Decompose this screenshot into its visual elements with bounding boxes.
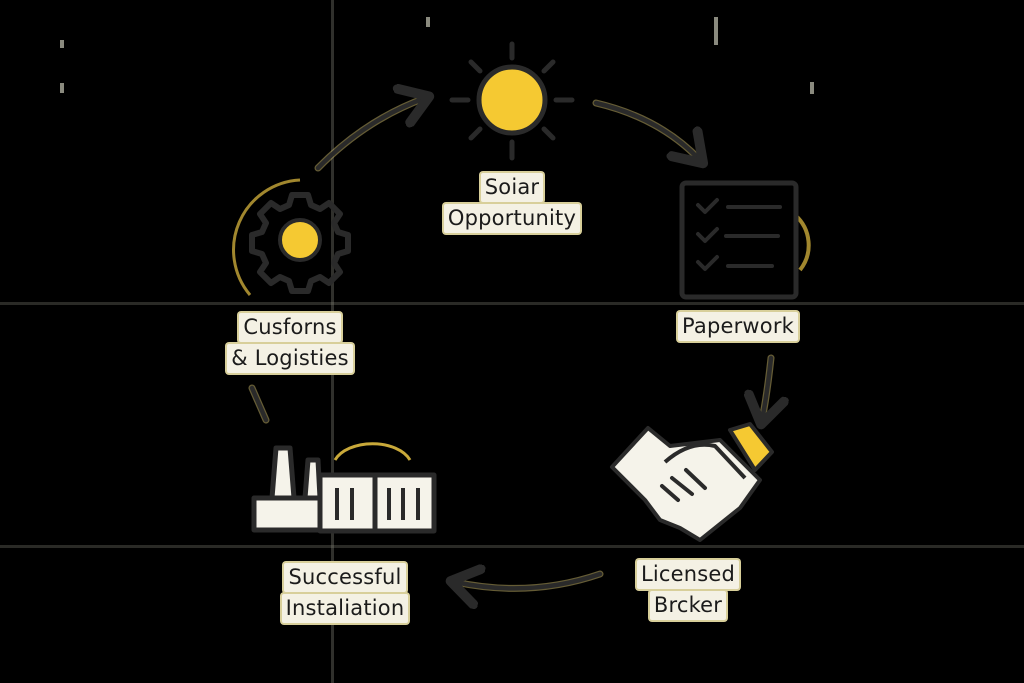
arrow-paperwork-to-broker	[762, 354, 771, 420]
artifact-line	[0, 545, 1024, 548]
label-line: Cusforns	[239, 313, 341, 342]
arrow-broker-to-installation	[455, 574, 604, 588]
arrow-installation-to-customs	[248, 384, 270, 424]
checklist-icon	[679, 180, 811, 300]
node-label-solar-opportunity: Soiar Opportunity	[412, 172, 612, 234]
label-line: Paperwork	[677, 312, 799, 341]
label-line: Brcker	[649, 591, 727, 620]
factory-icon	[251, 442, 437, 534]
artifact-line	[60, 83, 64, 93]
label-line: Licensed	[636, 560, 740, 589]
arrow-customs-to-solar	[314, 98, 425, 172]
label-line: Instaliation	[281, 594, 409, 623]
label-line: Opportunity	[443, 204, 581, 233]
arrow-solar-to-paperwork	[592, 99, 700, 160]
sun-icon	[449, 41, 575, 161]
label-line: & Logisties	[227, 344, 353, 373]
node-label-licensed-broker: Licensed Brcker	[588, 559, 788, 621]
node-label-paperwork: Paperwork	[638, 311, 838, 342]
artifact-line	[60, 40, 64, 48]
label-line: Soiar	[480, 173, 544, 202]
artifact-line	[714, 17, 718, 45]
label-line: Successful	[284, 563, 406, 592]
node-label-successful-installation: Successful Instaliation	[245, 562, 445, 624]
node-label-customs-logistics: Cusforns & Logisties	[190, 312, 390, 374]
artifact-line	[810, 82, 814, 94]
artifact-line	[0, 302, 1024, 305]
gear-icon	[232, 178, 351, 296]
handshake-icon	[610, 422, 774, 542]
artifact-line	[426, 17, 430, 27]
